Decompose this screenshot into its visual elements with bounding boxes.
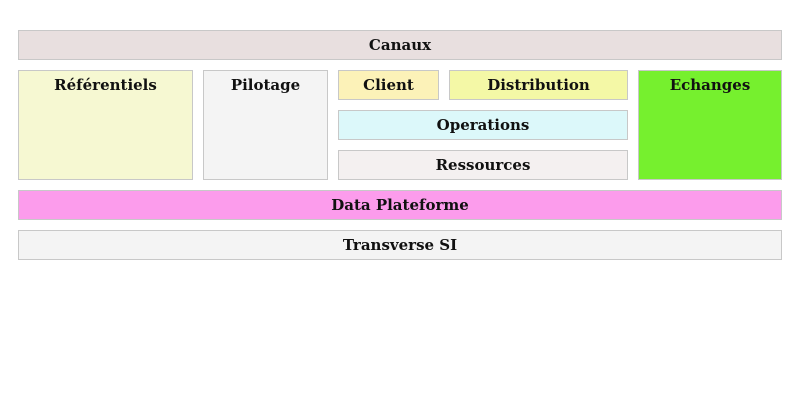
- block-data-plateforme: Data Plateforme: [18, 190, 782, 220]
- block-distribution-label: Distribution: [487, 76, 590, 94]
- block-client-label: Client: [363, 76, 414, 94]
- block-transverse-si: Transverse SI: [18, 230, 782, 260]
- block-pilotage-label: Pilotage: [230, 76, 301, 94]
- block-ressources-label: Ressources: [435, 156, 531, 174]
- block-operations: Operations: [338, 110, 628, 140]
- block-transverse-si-label: Transverse SI: [342, 236, 458, 254]
- block-data-plateforme-label: Data Plateforme: [331, 196, 469, 214]
- block-ressources: Ressources: [338, 150, 628, 180]
- block-operations-label: Operations: [436, 116, 530, 134]
- block-canaux-label: Canaux: [368, 36, 432, 54]
- block-echanges-label: Echanges: [669, 76, 751, 94]
- block-canaux: Canaux: [18, 30, 782, 60]
- block-referentiels-label: Référentiels: [54, 76, 157, 94]
- block-client: Client: [338, 70, 439, 100]
- block-pilotage: Pilotage: [203, 70, 328, 180]
- block-distribution: Distribution: [449, 70, 628, 100]
- block-echanges: Echanges: [638, 70, 782, 180]
- block-referentiels: Référentiels: [18, 70, 193, 180]
